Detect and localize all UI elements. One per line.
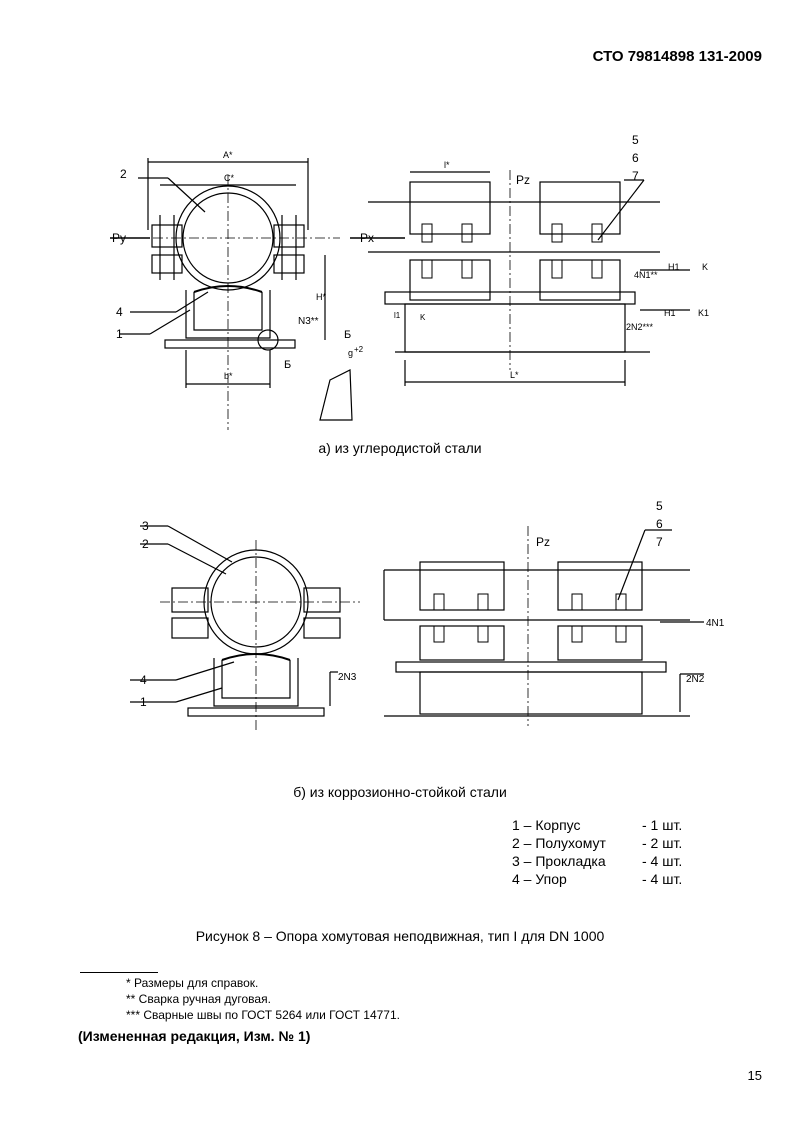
- svg-text:Py: Py: [112, 231, 126, 245]
- svg-text:L*: L*: [510, 370, 519, 380]
- footnote: * Размеры для справок.: [126, 976, 259, 990]
- svg-text:Б: Б: [284, 359, 291, 371]
- svg-text:3: 3: [142, 519, 149, 533]
- svg-text:5: 5: [632, 133, 639, 147]
- svg-text:K1: K1: [698, 308, 709, 318]
- svg-text:2N3: 2N3: [338, 672, 357, 683]
- svg-text:g: g: [348, 348, 353, 358]
- svg-text:7: 7: [632, 169, 639, 183]
- svg-text:2N2***: 2N2***: [626, 322, 654, 332]
- svg-text:l1: l1: [394, 311, 401, 320]
- parts-list-item: 3 – Прокладка- 4 шт.: [512, 853, 683, 869]
- parts-list-item: 2 – Полухомут- 2 шт.: [512, 835, 683, 851]
- parts-list-item: 1 – Корпус- 1 шт.: [512, 817, 683, 833]
- svg-text:4N1**: 4N1**: [634, 270, 658, 280]
- svg-text:5: 5: [656, 499, 663, 513]
- svg-text:H1: H1: [668, 262, 680, 272]
- document-code: СТО 79814898 131-2009: [592, 48, 762, 65]
- svg-text:Pz: Pz: [516, 173, 530, 187]
- svg-text:H1: H1: [664, 308, 676, 318]
- figure-a-drawing: 2 4 1 Py A* C* b* H* N3** Б Б g +2 5 6 7…: [110, 133, 709, 430]
- svg-text:4: 4: [140, 673, 147, 687]
- footnote-separator: [80, 972, 158, 973]
- figure-caption: Рисунок 8 – Опора хомутовая неподвижная,…: [195, 928, 605, 944]
- svg-text:A*: A*: [223, 150, 233, 160]
- svg-text:b*: b*: [224, 371, 233, 381]
- svg-text:Px: Px: [360, 231, 374, 245]
- footnote: ** Сварка ручная дуговая.: [126, 992, 271, 1006]
- figure-b-caption: б) из коррозионно-стойкой стали: [293, 784, 507, 800]
- svg-text:6: 6: [656, 517, 663, 531]
- svg-text:H*: H*: [316, 292, 326, 302]
- svg-text:C*: C*: [224, 173, 234, 183]
- svg-text:2: 2: [120, 167, 127, 181]
- svg-text:2: 2: [142, 537, 149, 551]
- footnote: *** Сварные швы по ГОСТ 5264 или ГОСТ 14…: [126, 1008, 400, 1022]
- page-number: 15: [747, 1068, 762, 1083]
- svg-text:6: 6: [632, 151, 639, 165]
- svg-text:K: K: [420, 313, 426, 322]
- figure-a-caption: а) из углеродистой стали: [318, 440, 482, 456]
- svg-text:4: 4: [116, 305, 123, 319]
- svg-text:Pz: Pz: [536, 535, 550, 549]
- amendment-note: (Измененная редакция, Изм. № 1): [78, 1028, 311, 1044]
- svg-text:2N2: 2N2: [686, 674, 705, 685]
- parts-list-item: 4 – Упор- 4 шт.: [512, 871, 683, 887]
- svg-text:1: 1: [116, 327, 123, 341]
- svg-text:l*: l*: [444, 160, 450, 170]
- svg-text:7: 7: [656, 535, 663, 549]
- svg-text:K: K: [702, 262, 708, 272]
- svg-text:1: 1: [140, 695, 147, 709]
- svg-text:4N1: 4N1: [706, 618, 725, 629]
- parts-list: 1 – Корпус- 1 шт. 2 – Полухомут- 2 шт. 3…: [512, 816, 682, 888]
- svg-text:Б: Б: [344, 329, 351, 341]
- svg-text:N3**: N3**: [298, 316, 319, 327]
- svg-text:+2: +2: [354, 345, 364, 354]
- figure-b-drawing: 3 2 4 1 2N3 Pz 5 6 7 4N1 2N2: [130, 499, 725, 730]
